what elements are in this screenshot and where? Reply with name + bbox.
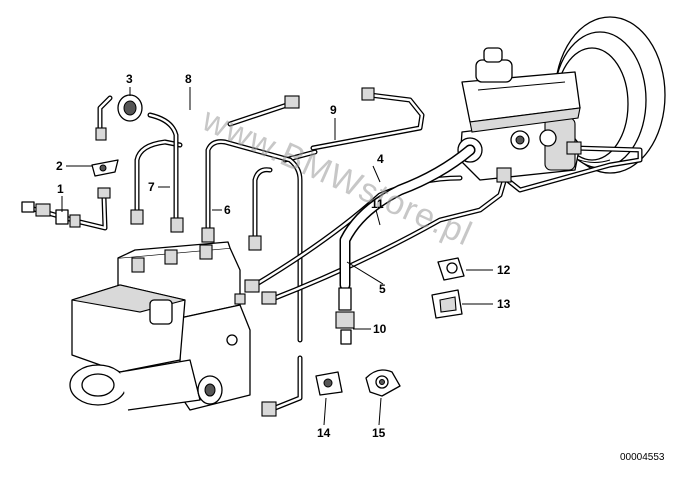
clip-12 [437,257,465,281]
callout-7: 7 [148,180,155,194]
callout-1: 1 [57,182,64,196]
fittings [21,87,582,417]
callout-12: 12 [497,263,511,277]
callout-13: 13 [497,297,511,311]
callout-labels: 1 2 3 4 5 6 7 8 9 10 11 12 13 14 15 [56,72,511,440]
clip-13 [431,289,463,319]
clip-14 [315,371,343,396]
callout-8: 8 [185,72,192,86]
callout-3: 3 [126,72,133,86]
callout-15: 15 [372,426,386,440]
clip-15 [365,369,401,397]
callout-14: 14 [317,426,331,440]
leader-lines [61,87,493,426]
callout-6: 6 [224,203,231,217]
callout-5: 5 [379,282,386,296]
brake-hose [339,144,476,291]
brake-fluid-reservoir [461,47,581,133]
callout-4: 4 [377,152,384,166]
callout-11: 11 [371,197,384,211]
diagram-reference-number: 00004553 [620,452,665,463]
callout-9: 9 [330,103,337,117]
callout-10: 10 [373,322,387,336]
abs-hydraulic-unit [69,241,251,411]
brake-booster [553,16,666,174]
callout-2: 2 [56,159,63,173]
